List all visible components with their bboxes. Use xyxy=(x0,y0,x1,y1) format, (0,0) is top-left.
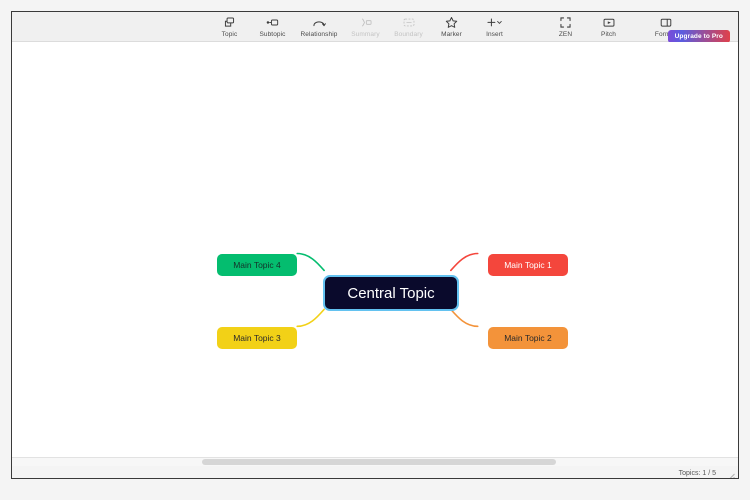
toolbar-label-format: Format xyxy=(654,31,677,38)
toolbar-button-zen[interactable]: ZEN xyxy=(544,12,587,42)
toolbar-button-format[interactable]: Format xyxy=(644,12,687,42)
toolbar-button-insert[interactable]: Insert xyxy=(473,12,516,42)
toolbar-label-boundary: Boundary xyxy=(394,31,423,38)
toolbar-label-zen: ZEN xyxy=(558,31,573,38)
node-central-topic[interactable]: Central Topic xyxy=(323,275,459,311)
status-bar: Topics: 1 / 5 xyxy=(12,457,738,478)
toolbar-label-subtopic: Subtopic xyxy=(259,31,286,38)
node-central-topic-label: Central Topic xyxy=(347,284,435,302)
play-screen-icon xyxy=(602,15,616,29)
toolbar-label-topic: Topic xyxy=(221,31,238,38)
node-main-topic-1[interactable]: Main Topic 1 xyxy=(488,254,568,276)
panel-layout-icon xyxy=(659,15,673,29)
toolbar-button-relationship[interactable]: Relationship xyxy=(294,12,344,42)
toolbar-button-marker[interactable]: Marker xyxy=(430,12,473,42)
toolbar-label-pitch: Pitch xyxy=(601,31,616,38)
toolbar-button-topic[interactable]: Topic xyxy=(208,12,251,42)
toolbar-button-pitch[interactable]: Pitch xyxy=(587,12,630,42)
subtopic-icon xyxy=(266,15,280,29)
connector-to-topic-3 xyxy=(296,308,325,328)
toolbar-group-format: Format xyxy=(644,12,687,42)
toolbar-button-boundary[interactable]: Boundary xyxy=(387,12,430,42)
horizontal-scrollbar-track[interactable] xyxy=(12,458,738,466)
toolbar-label-insert: Insert xyxy=(486,31,503,38)
connector-to-topic-1 xyxy=(449,252,479,272)
upgrade-to-pro-button[interactable]: Upgrade to Pro xyxy=(667,30,730,43)
toolbar-label-marker: Marker xyxy=(441,31,462,38)
toolbar-group-view: ZEN Pitch xyxy=(544,12,630,42)
node-main-topic-4-label: Main Topic 4 xyxy=(233,260,281,270)
topics-count-label: Topics: 1 / 5 xyxy=(678,470,716,477)
node-main-topic-1-label: Main Topic 1 xyxy=(504,260,552,270)
topic-icon xyxy=(223,15,236,29)
expand-corners-icon xyxy=(559,15,572,29)
node-main-topic-2[interactable]: Main Topic 2 xyxy=(488,327,568,349)
mindmap-connectors xyxy=(296,252,479,328)
boundary-icon xyxy=(402,15,416,29)
mindmap-canvas[interactable]: Central Topic Main Topic 1 Main Topic 2 … xyxy=(12,42,738,457)
summary-icon xyxy=(359,15,373,29)
relationship-icon xyxy=(312,15,326,29)
toolbar-button-subtopic[interactable]: Subtopic xyxy=(251,12,294,42)
application-window: Topic Subtopic xyxy=(11,11,739,479)
toolbar-button-summary[interactable]: Summary xyxy=(344,12,387,42)
connector-to-topic-2 xyxy=(449,308,479,328)
toolbar-label-relationship: Relationship xyxy=(300,31,338,38)
node-main-topic-4[interactable]: Main Topic 4 xyxy=(217,254,297,276)
toolbar-label-summary: Summary xyxy=(351,31,380,38)
node-main-topic-3[interactable]: Main Topic 3 xyxy=(217,327,297,349)
plus-chevron-icon xyxy=(486,15,503,29)
connector-to-topic-4 xyxy=(296,252,325,272)
node-main-topic-2-label: Main Topic 2 xyxy=(504,333,552,343)
toolbar-group-edit: Topic Subtopic xyxy=(208,12,516,42)
node-main-topic-3-label: Main Topic 3 xyxy=(233,333,281,343)
main-toolbar: Topic Subtopic xyxy=(12,12,738,43)
resize-grip[interactable] xyxy=(726,467,735,478)
horizontal-scrollbar-thumb[interactable] xyxy=(202,459,556,465)
star-icon xyxy=(445,15,458,29)
